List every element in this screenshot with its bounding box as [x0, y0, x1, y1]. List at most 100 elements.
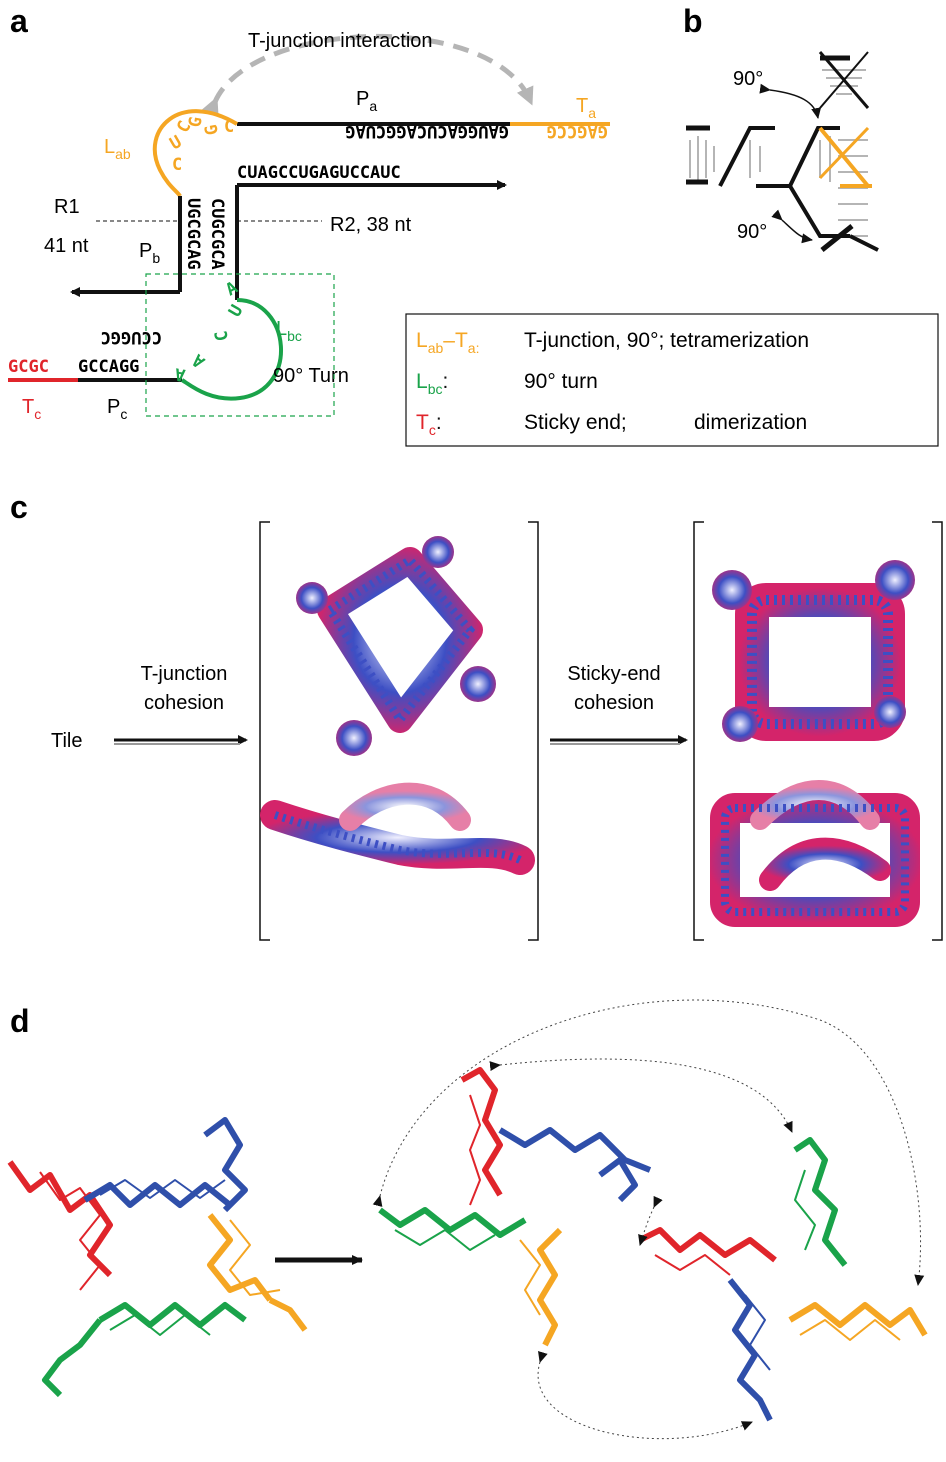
lab-loop-letter-5: C [172, 155, 182, 175]
tetramer-orange-arm [268, 1297, 308, 1332]
legend-text-row1: T-junction, 90°; tetramerization [524, 329, 809, 352]
octamer-schematic [378, 1067, 928, 1422]
tetramer-arm-4 [336, 720, 372, 756]
lbc-loop-letter-3: C [211, 329, 232, 343]
lbc-loop-letter-2: U [225, 302, 247, 321]
stem-right-sequence: CUGCGCA [207, 198, 227, 270]
tetramer-arm-3 [460, 666, 496, 702]
octamer-side-mid [759, 837, 891, 891]
octamer-corner-4 [722, 706, 758, 742]
helix-orange-strand-1 [818, 126, 870, 188]
turn-label: 90° Turn [273, 365, 349, 387]
legend-text-row2: 90° turn [524, 370, 598, 393]
top-strand-sequence: GAUGGACUCAGGCUAG [345, 121, 509, 141]
octamer-corner-1 [712, 570, 752, 610]
legend-key-tc: Tc: [416, 411, 442, 438]
helix-orange-strand-2 [818, 126, 870, 180]
octamer-right-green [793, 1137, 848, 1267]
tetramer-side-texture [273, 811, 522, 864]
octamer-corner-2 [875, 560, 915, 600]
cohesion-arrows [372, 999, 925, 1440]
panel-c: c Tile T-junction cohesion Sticky-end co… [10, 489, 943, 941]
helix-mid-strand-1 [718, 126, 775, 187]
tetramer-blue-thick [83, 1182, 232, 1208]
panel-label-c: c [10, 489, 28, 525]
octamer-right-orange [788, 1302, 928, 1337]
lab-loop-sequence: C [224, 117, 234, 137]
tetramer-ring-texture [324, 554, 476, 727]
panel-b: b 90° 90° [683, 3, 879, 252]
octamer-right-blue-thin [744, 1294, 771, 1371]
r2-label: R2, 38 nt [330, 214, 412, 236]
tetramer-red-thin [39, 1171, 101, 1291]
step2-label-line2: cohesion [574, 692, 654, 714]
lab-label: Lab [104, 136, 131, 162]
helix-bottom-strand [788, 184, 850, 238]
turn-region-box [145, 273, 335, 417]
panel-label-b: b [683, 3, 703, 39]
helix-top-strand-2 [819, 51, 869, 109]
octamer-ring [735, 583, 905, 741]
angle-arrow-bottom [771, 209, 813, 244]
lbc-loop [180, 298, 284, 401]
tetramer-arm-2 [422, 536, 454, 568]
octamer-left-blue-arm [598, 1157, 638, 1203]
ta-label: Ta [576, 95, 596, 121]
step1-label-line1: T-junction [141, 663, 228, 685]
bracket-right-2 [932, 521, 943, 941]
octamer-side-texture [721, 804, 909, 916]
legend-text-row3a: Sticky end; [524, 411, 627, 434]
stem-left-sequence: UGCGCAG [183, 198, 203, 270]
octamer-right-red-thin [654, 1254, 731, 1276]
legend-frame [405, 313, 939, 447]
octamer-left-red-thin [469, 1094, 481, 1206]
angle-arrow-top [759, 83, 822, 119]
bracket-left-2 [693, 521, 704, 941]
bottom-strand-sequence: CUAGCCUGAGUCCAUC [237, 163, 401, 183]
tetramer-blue-thin [99, 1179, 226, 1199]
lab-loop-letters: G [201, 123, 222, 137]
octamer-right-green-thin [794, 1169, 816, 1251]
t-junction-interaction-label: T-junction interaction [248, 30, 433, 52]
panel-d: d [7, 999, 928, 1440]
lab-loop [152, 109, 239, 198]
bracket-left-1 [259, 521, 270, 941]
pa-label: Pa [356, 88, 377, 114]
helix-mid-strand-2 [756, 126, 840, 188]
r1-length-label: 41 nt [44, 235, 89, 257]
lbc-loop-letter-4: A [189, 350, 210, 372]
octamer-top-view [712, 560, 915, 742]
panel-label-a: a [10, 3, 28, 39]
octamer-right-red [638, 1227, 777, 1263]
pc-label: Pc [107, 396, 127, 422]
octamer-left-green [378, 1207, 527, 1238]
octamer-left-green-thin [394, 1229, 496, 1251]
tetramer-schematic [7, 1117, 308, 1398]
lab-loop-letter-2: G [185, 115, 206, 129]
legend-key-lbc: Lbc: [416, 370, 448, 397]
octamer-right-blue [727, 1278, 773, 1422]
angle-label-top: 90° [733, 68, 763, 90]
octamer-left-blue [498, 1127, 652, 1173]
octamer-corner-3 [874, 696, 906, 728]
tc-label: Tc [22, 396, 41, 422]
octamer-left-red [460, 1067, 503, 1197]
octamer-left-orange [537, 1227, 563, 1347]
helix-bottom-tail [849, 234, 879, 252]
legend-box: Lab–Ta: T-junction, 90°; tetramerization… [405, 313, 939, 447]
tetramer-blue-arm [203, 1117, 248, 1213]
tetramer-top-view [296, 536, 496, 756]
t-junction-interaction-arrow [201, 33, 534, 117]
r1-label: R1 [54, 196, 80, 218]
tetramer-red-thick [7, 1160, 113, 1278]
pc-bottom-sequence: GCCAGG [78, 357, 139, 377]
tetramer-green-thin [109, 1314, 211, 1336]
middle-cohesion-arrow [638, 1195, 663, 1246]
angle-label-bottom: 90° [737, 221, 767, 243]
lbc-loop-letter-5: A [173, 363, 187, 384]
tetramer-green-arm [42, 1318, 103, 1398]
lbc-label: Lbc [276, 318, 302, 344]
tetramer-orange-thin [229, 1219, 281, 1296]
step2-label-line1: Sticky-end [567, 663, 660, 685]
bottom-cohesion-arrow [537, 1350, 753, 1440]
